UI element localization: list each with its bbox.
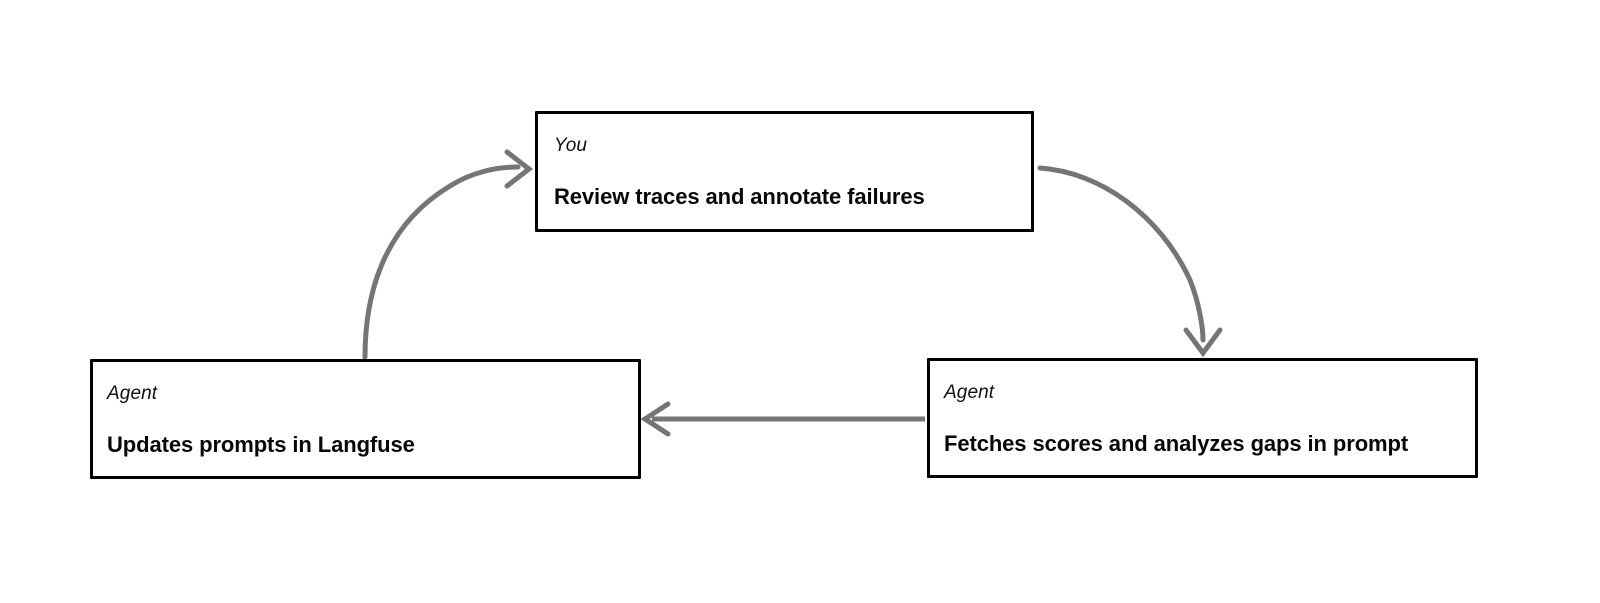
node-agent-fetches[interactable]: Agent Fetches scores and analyzes gaps i… (927, 358, 1478, 478)
edge-fetch-to-updates (640, 401, 925, 437)
arrowhead-left-icon (640, 401, 671, 437)
edge-updates-to-you (362, 149, 534, 360)
node-you-review[interactable]: You Review traces and annotate failures (535, 111, 1034, 232)
arrowhead-right-icon (504, 149, 534, 189)
edge-you-to-fetch (1037, 165, 1223, 358)
node-title-label: Review traces and annotate failures (554, 184, 925, 209)
edge-path-updates-to-you (362, 164, 521, 360)
node-role-label: Agent (107, 383, 158, 404)
edge-path-you-to-fetch (1037, 165, 1206, 343)
node-role-label: You (554, 135, 588, 156)
node-agent-updates[interactable]: Agent Updates prompts in Langfuse (90, 359, 641, 479)
node-title-label: Updates prompts in Langfuse (107, 432, 415, 457)
node-title-label: Fetches scores and analyzes gaps in prom… (944, 431, 1409, 456)
node-role-label: Agent (944, 382, 995, 403)
arrowhead-down-icon (1183, 327, 1223, 358)
